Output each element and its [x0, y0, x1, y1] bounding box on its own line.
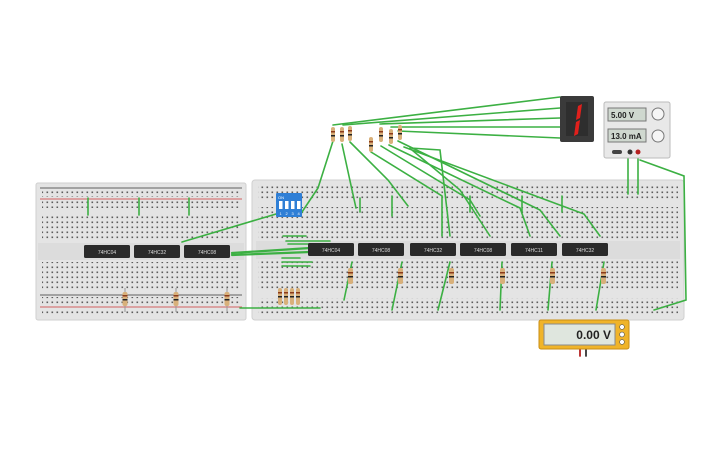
resistor[interactable] — [224, 288, 230, 312]
resistors[interactable] — [122, 125, 607, 312]
dip-switch-number: 3 — [292, 211, 295, 216]
resistor[interactable] — [550, 268, 555, 284]
power-supply[interactable]: 5.00 V 13.0 mA — [603, 101, 671, 159]
chip-74hc11-right[interactable]: 74HC11 — [511, 243, 557, 256]
mode-button[interactable] — [619, 324, 625, 330]
resistor[interactable] — [290, 288, 294, 305]
resistor[interactable] — [348, 126, 352, 141]
right-chips[interactable]: 74HC04 74HC08 74HC32 74HC08 74HC11 74HC3… — [308, 243, 608, 256]
resistor[interactable] — [173, 288, 179, 312]
resistor[interactable] — [379, 127, 383, 142]
chip-74hc32-left[interactable]: 74HC32 — [134, 245, 180, 258]
resistor[interactable] — [278, 288, 282, 305]
resistor[interactable] — [331, 127, 335, 142]
chip-label: 74HC11 — [525, 248, 543, 254]
dip-switch-toggle[interactable] — [297, 201, 301, 209]
resistor[interactable] — [122, 288, 128, 312]
chip-label: 74HC04 — [322, 248, 341, 254]
chip-label: 74HC32 — [576, 248, 595, 254]
resistor[interactable] — [369, 137, 373, 152]
left-chips[interactable]: 74HC04 74HC32 74HC08 — [84, 245, 230, 258]
multimeter-reading: 0.00 V — [576, 328, 611, 342]
chip-74hc32-right-2[interactable]: 74HC32 — [562, 243, 608, 256]
dip-switch-toggle[interactable] — [279, 201, 283, 209]
resistor[interactable] — [500, 268, 505, 284]
power-supply-current: 13.0 mA — [611, 132, 642, 141]
resistor[interactable] — [601, 268, 606, 284]
voltage-knob[interactable] — [651, 107, 665, 121]
seven-segment-display[interactable]: 1 — [560, 96, 594, 142]
resistor[interactable] — [449, 268, 454, 284]
chip-label: 74HC08 — [474, 248, 493, 254]
dip-switch-toggle[interactable] — [291, 201, 295, 209]
resistor[interactable] — [389, 129, 393, 144]
chip-label: 74HC04 — [98, 250, 117, 256]
power-supply-voltage: 5.00 V — [611, 111, 635, 120]
current-knob[interactable] — [651, 129, 665, 143]
chip-label: 74HC08 — [372, 248, 391, 254]
chip-label: 74HC32 — [424, 248, 443, 254]
chip-74hc32-right-1[interactable]: 74HC32 — [410, 243, 456, 256]
segment-c — [574, 120, 580, 136]
resistor[interactable] — [296, 288, 300, 305]
resistor[interactable] — [284, 288, 288, 305]
mode-button[interactable] — [619, 339, 625, 345]
resistor[interactable] — [340, 127, 344, 142]
multimeter[interactable]: 0.00 V — [538, 319, 630, 350]
chip-label: 74HC08 — [198, 250, 217, 256]
dip-switch[interactable]: ON 1 2 3 4 — [276, 193, 302, 217]
chip-label: 74HC32 — [148, 250, 167, 256]
dip-switch-number: 1 — [280, 211, 283, 216]
segment-b — [576, 104, 582, 120]
mode-button[interactable] — [619, 331, 625, 338]
dip-switch-on-label: ON — [278, 195, 284, 200]
dip-switch-number: 4 — [298, 211, 301, 216]
dip-switch-number: 2 — [286, 211, 289, 216]
chip-74hc08-right-2[interactable]: 74HC08 — [460, 243, 506, 256]
chip-74hc08-left[interactable]: 74HC08 — [184, 245, 230, 258]
negative-terminal[interactable] — [627, 149, 633, 155]
chip-74hc04-left[interactable]: 74HC04 — [84, 245, 130, 258]
resistor[interactable] — [398, 268, 403, 284]
dip-switch-toggle[interactable] — [285, 201, 289, 209]
positive-terminal[interactable] — [635, 149, 641, 155]
resistor[interactable] — [348, 268, 353, 284]
resistor[interactable] — [398, 125, 402, 140]
chip-74hc04-right[interactable]: 74HC04 — [308, 243, 354, 256]
chip-74hc08-right-1[interactable]: 74HC08 — [358, 243, 404, 256]
power-switch[interactable] — [612, 150, 622, 154]
